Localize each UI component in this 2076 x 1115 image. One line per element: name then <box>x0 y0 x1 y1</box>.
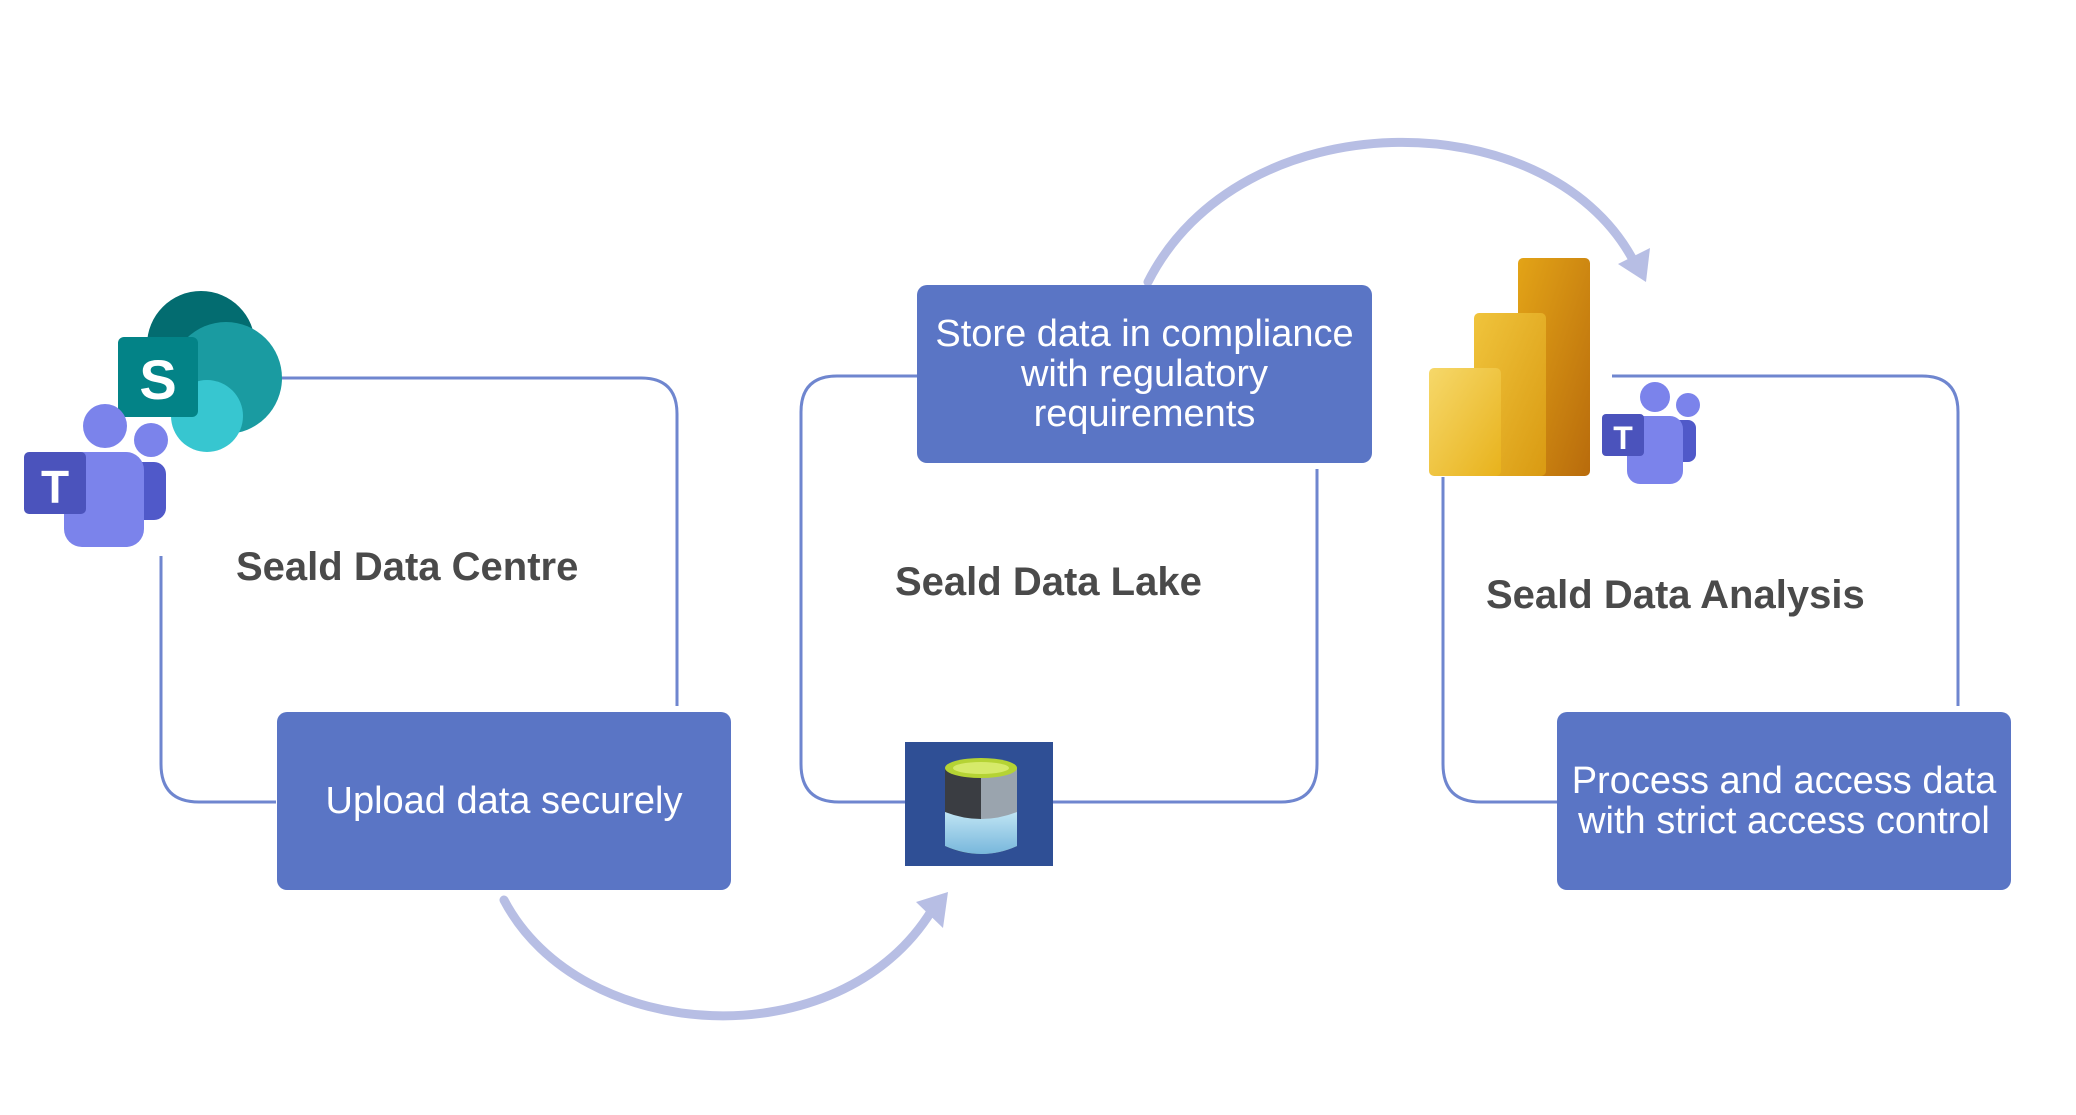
sharepoint-icon: S <box>118 291 282 452</box>
callout-process-access: Process and access data with strict acce… <box>1557 712 2011 890</box>
flow-arrow-centre-to-lake-head <box>916 892 948 928</box>
callout-line: Upload data securely <box>325 780 683 822</box>
svg-text:T: T <box>1613 420 1633 456</box>
flow-arrow-lake-to-analysis-head <box>1618 248 1650 282</box>
teams-icon: T <box>24 404 168 547</box>
callout-store-compliance: Store data in compliance with regulatory… <box>917 285 1372 463</box>
panel-title-data-centre: Seald Data Centre <box>236 545 579 589</box>
panel-data-centre-frame-lower <box>159 556 276 804</box>
callout-line: with regulatory <box>1020 353 1269 395</box>
panel-data-centre-frame <box>280 376 679 706</box>
flow-arrow-centre-to-lake <box>499 895 937 1021</box>
panel-data-analysis-frame-lower <box>1441 477 1558 804</box>
panel-title-data-analysis: Seald Data Analysis <box>1486 573 1865 617</box>
callout-line: Store data in compliance <box>935 313 1354 355</box>
callout-upload-securely: Upload data securely <box>277 712 731 890</box>
panel-data-analysis-frame <box>1612 374 1960 706</box>
panel-data-lake-frame <box>799 374 917 804</box>
flow-arrow-lake-to-analysis <box>1143 137 1637 287</box>
data-lake-icon <box>905 742 1053 866</box>
teams-icon: T <box>1602 382 1700 484</box>
power-bi-icon <box>1429 258 1590 476</box>
svg-text:T: T <box>41 461 69 513</box>
callout-line: with strict access control <box>1578 800 1990 842</box>
panel-data-lake-frame-right <box>1053 469 1319 804</box>
callout-line: requirements <box>1033 393 1256 435</box>
svg-text:S: S <box>139 348 176 411</box>
panel-title-data-lake: Seald Data Lake <box>895 560 1202 604</box>
callout-line: Process and access data <box>1571 760 1997 802</box>
